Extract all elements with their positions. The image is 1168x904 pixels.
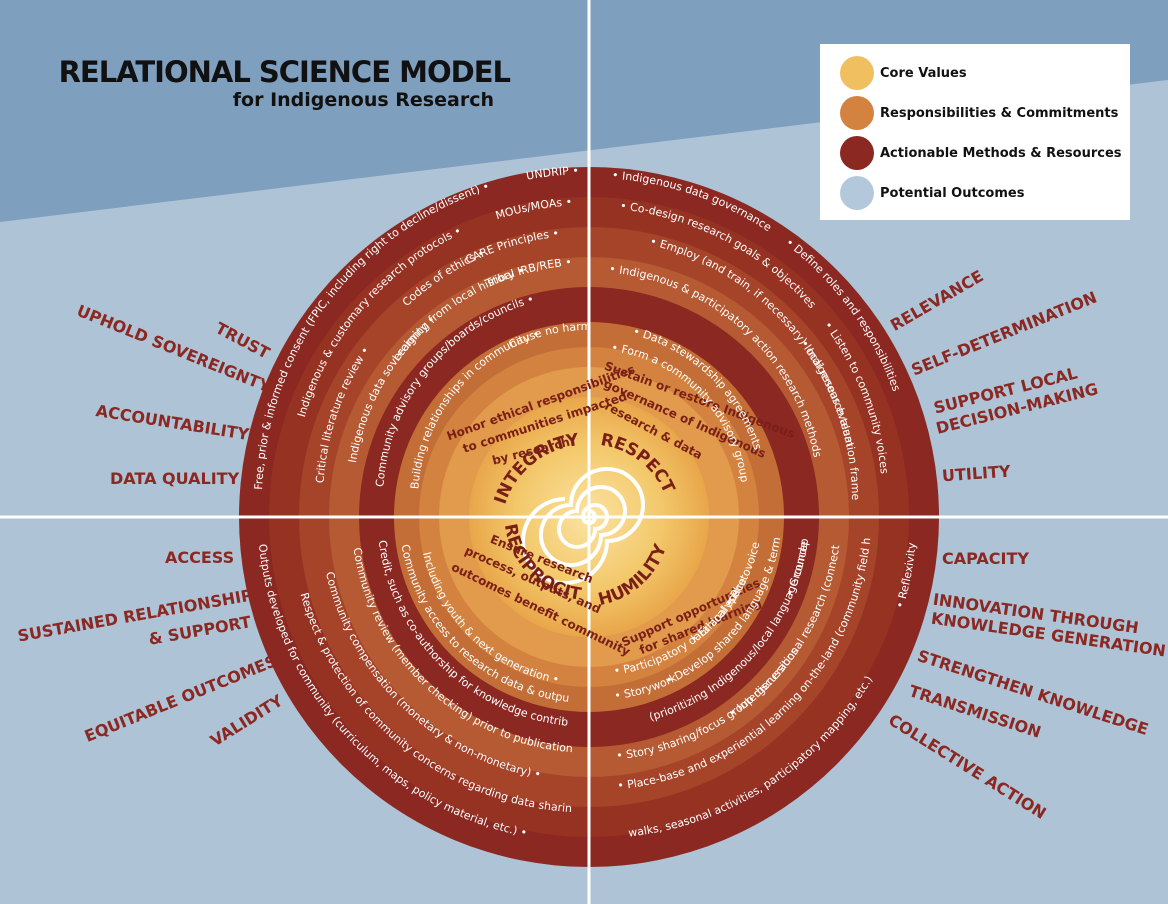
legend-label: Actionable Methods & Resources — [880, 145, 1122, 161]
legend-item-core-values: Core Values — [840, 56, 967, 90]
legend-item-outcomes: Potential Outcomes — [840, 176, 1024, 210]
legend-label: Core Values — [880, 65, 967, 81]
legend-label: Potential Outcomes — [880, 185, 1025, 201]
page-title: RELATIONAL SCIENCE MODEL — [58, 55, 511, 89]
legend-swatch-core-values — [840, 56, 874, 90]
outcome-access: ACCESS — [165, 548, 235, 567]
legend-swatch-methods — [840, 136, 874, 170]
legend-label: Responsibilities & Commitments — [880, 105, 1119, 121]
page-subtitle: for Indigenous Research — [232, 89, 494, 111]
legend-swatch-responsibilities — [840, 96, 874, 130]
title-block: RELATIONAL SCIENCE MODEL for Indigenous … — [50, 55, 511, 112]
legend: Core Values Responsibilities & Commitmen… — [820, 44, 1130, 220]
legend-swatch-outcomes — [840, 176, 874, 210]
legend-item-responsibilities: Responsibilities & Commitments — [840, 96, 1118, 130]
legend-item-methods: Actionable Methods & Resources — [840, 136, 1122, 170]
outcome-data-quality: DATA QUALITY — [110, 469, 240, 488]
outcome-capacity: CAPACITY — [942, 549, 1029, 568]
